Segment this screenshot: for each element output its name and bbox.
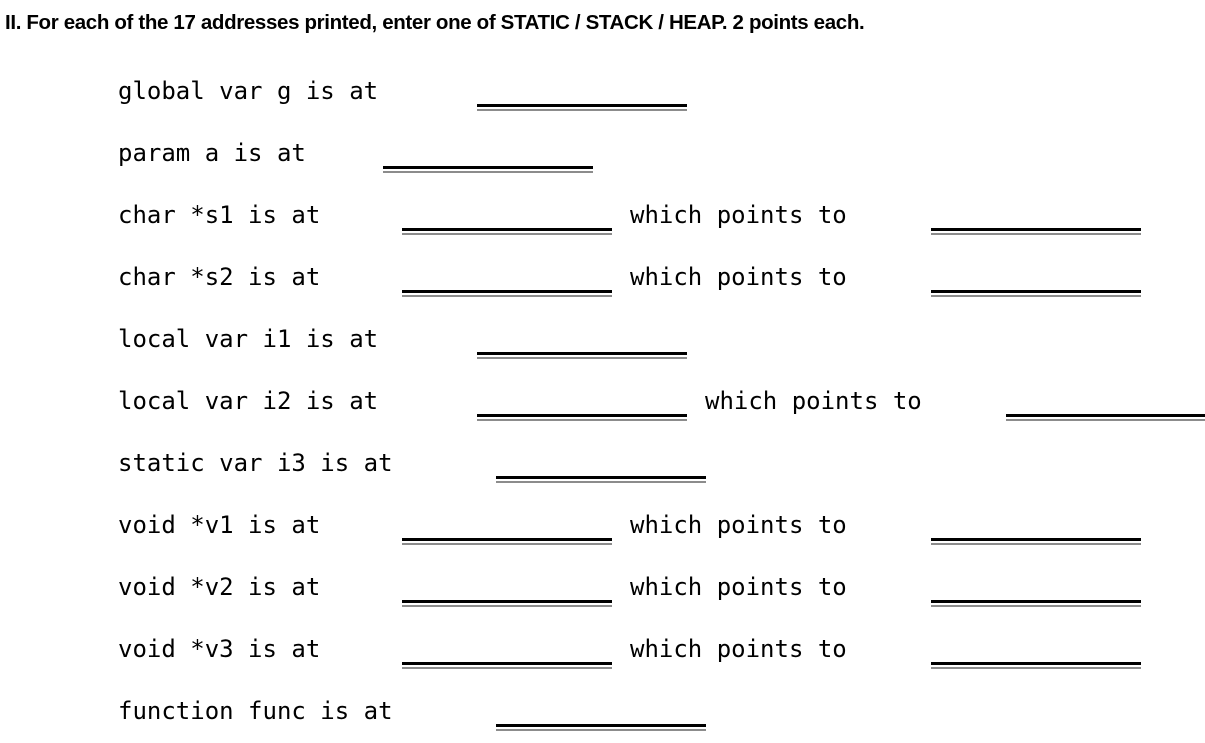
answer-line-list: global var g is at param a is at char *s… (0, 60, 1205, 743)
answer-line-label-char-s2: char *s2 is at (118, 263, 335, 291)
answer-blank-char-s2-address[interactable] (402, 246, 612, 308)
answer-line-label-global-var-g: global var g is at (118, 77, 393, 105)
question-heading: II. For each of the 17 addresses printed… (5, 11, 865, 34)
answer-line-connector-local-var-i2: which points to (705, 387, 937, 415)
answer-line: void *v2 is at which points to (0, 556, 1205, 618)
answer-line: static var i3 is at (0, 432, 1205, 494)
answer-line-label-char-s1: char *s1 is at (118, 201, 335, 229)
answer-blank-local-var-i2-target[interactable] (1006, 370, 1205, 432)
answer-line: void *v1 is at which points to (0, 494, 1205, 556)
answer-blank-static-var-i3-address[interactable] (496, 432, 706, 494)
answer-blank-void-v1-target[interactable] (931, 494, 1141, 556)
answer-line-connector-char-s1: which points to (630, 201, 862, 229)
answer-line-label-local-var-i2: local var i2 is at (118, 387, 393, 415)
answer-blank-param-a-address[interactable] (383, 122, 593, 184)
answer-line: char *s1 is at which points to (0, 184, 1205, 246)
answer-line-connector-char-s2: which points to (630, 263, 862, 291)
answer-line: void *v3 is at which points to (0, 618, 1205, 680)
answer-line: local var i2 is at which points to (0, 370, 1205, 432)
answer-blank-void-v2-address[interactable] (402, 556, 612, 618)
answer-blank-char-s1-target[interactable] (931, 184, 1141, 246)
answer-blank-void-v2-target[interactable] (931, 556, 1141, 618)
answer-blank-void-v3-target[interactable] (931, 618, 1141, 680)
answer-blank-char-s2-target[interactable] (931, 246, 1141, 308)
answer-line: local var i1 is at (0, 308, 1205, 370)
answer-line-label-param-a: param a is at (118, 139, 321, 167)
answer-line: global var g is at (0, 60, 1205, 122)
answer-blank-global-var-g-address[interactable] (477, 60, 687, 122)
answer-line-connector-void-v1: which points to (630, 511, 862, 539)
answer-line-label-local-var-i1: local var i1 is at (118, 325, 393, 353)
answer-line-connector-void-v2: which points to (630, 573, 862, 601)
answer-blank-void-v3-address[interactable] (402, 618, 612, 680)
answer-line: function func is at (0, 680, 1205, 742)
answer-blank-local-var-i1-address[interactable] (477, 308, 687, 370)
answer-line-label-void-v3: void *v3 is at (118, 635, 335, 663)
answer-line: char *s2 is at which points to (0, 246, 1205, 308)
answer-line-label-void-v1: void *v1 is at (118, 511, 335, 539)
answer-blank-function-func-address[interactable] (496, 680, 706, 742)
answer-line-connector-void-v3: which points to (630, 635, 862, 663)
answer-blank-local-var-i2-address[interactable] (477, 370, 687, 432)
answer-line-label-function-func: function func is at (118, 697, 407, 725)
answer-blank-char-s1-address[interactable] (402, 184, 612, 246)
answer-line-label-void-v2: void *v2 is at (118, 573, 335, 601)
answer-line: param a is at (0, 122, 1205, 184)
answer-line-label-static-var-i3: static var i3 is at (118, 449, 407, 477)
answer-blank-void-v1-address[interactable] (402, 494, 612, 556)
